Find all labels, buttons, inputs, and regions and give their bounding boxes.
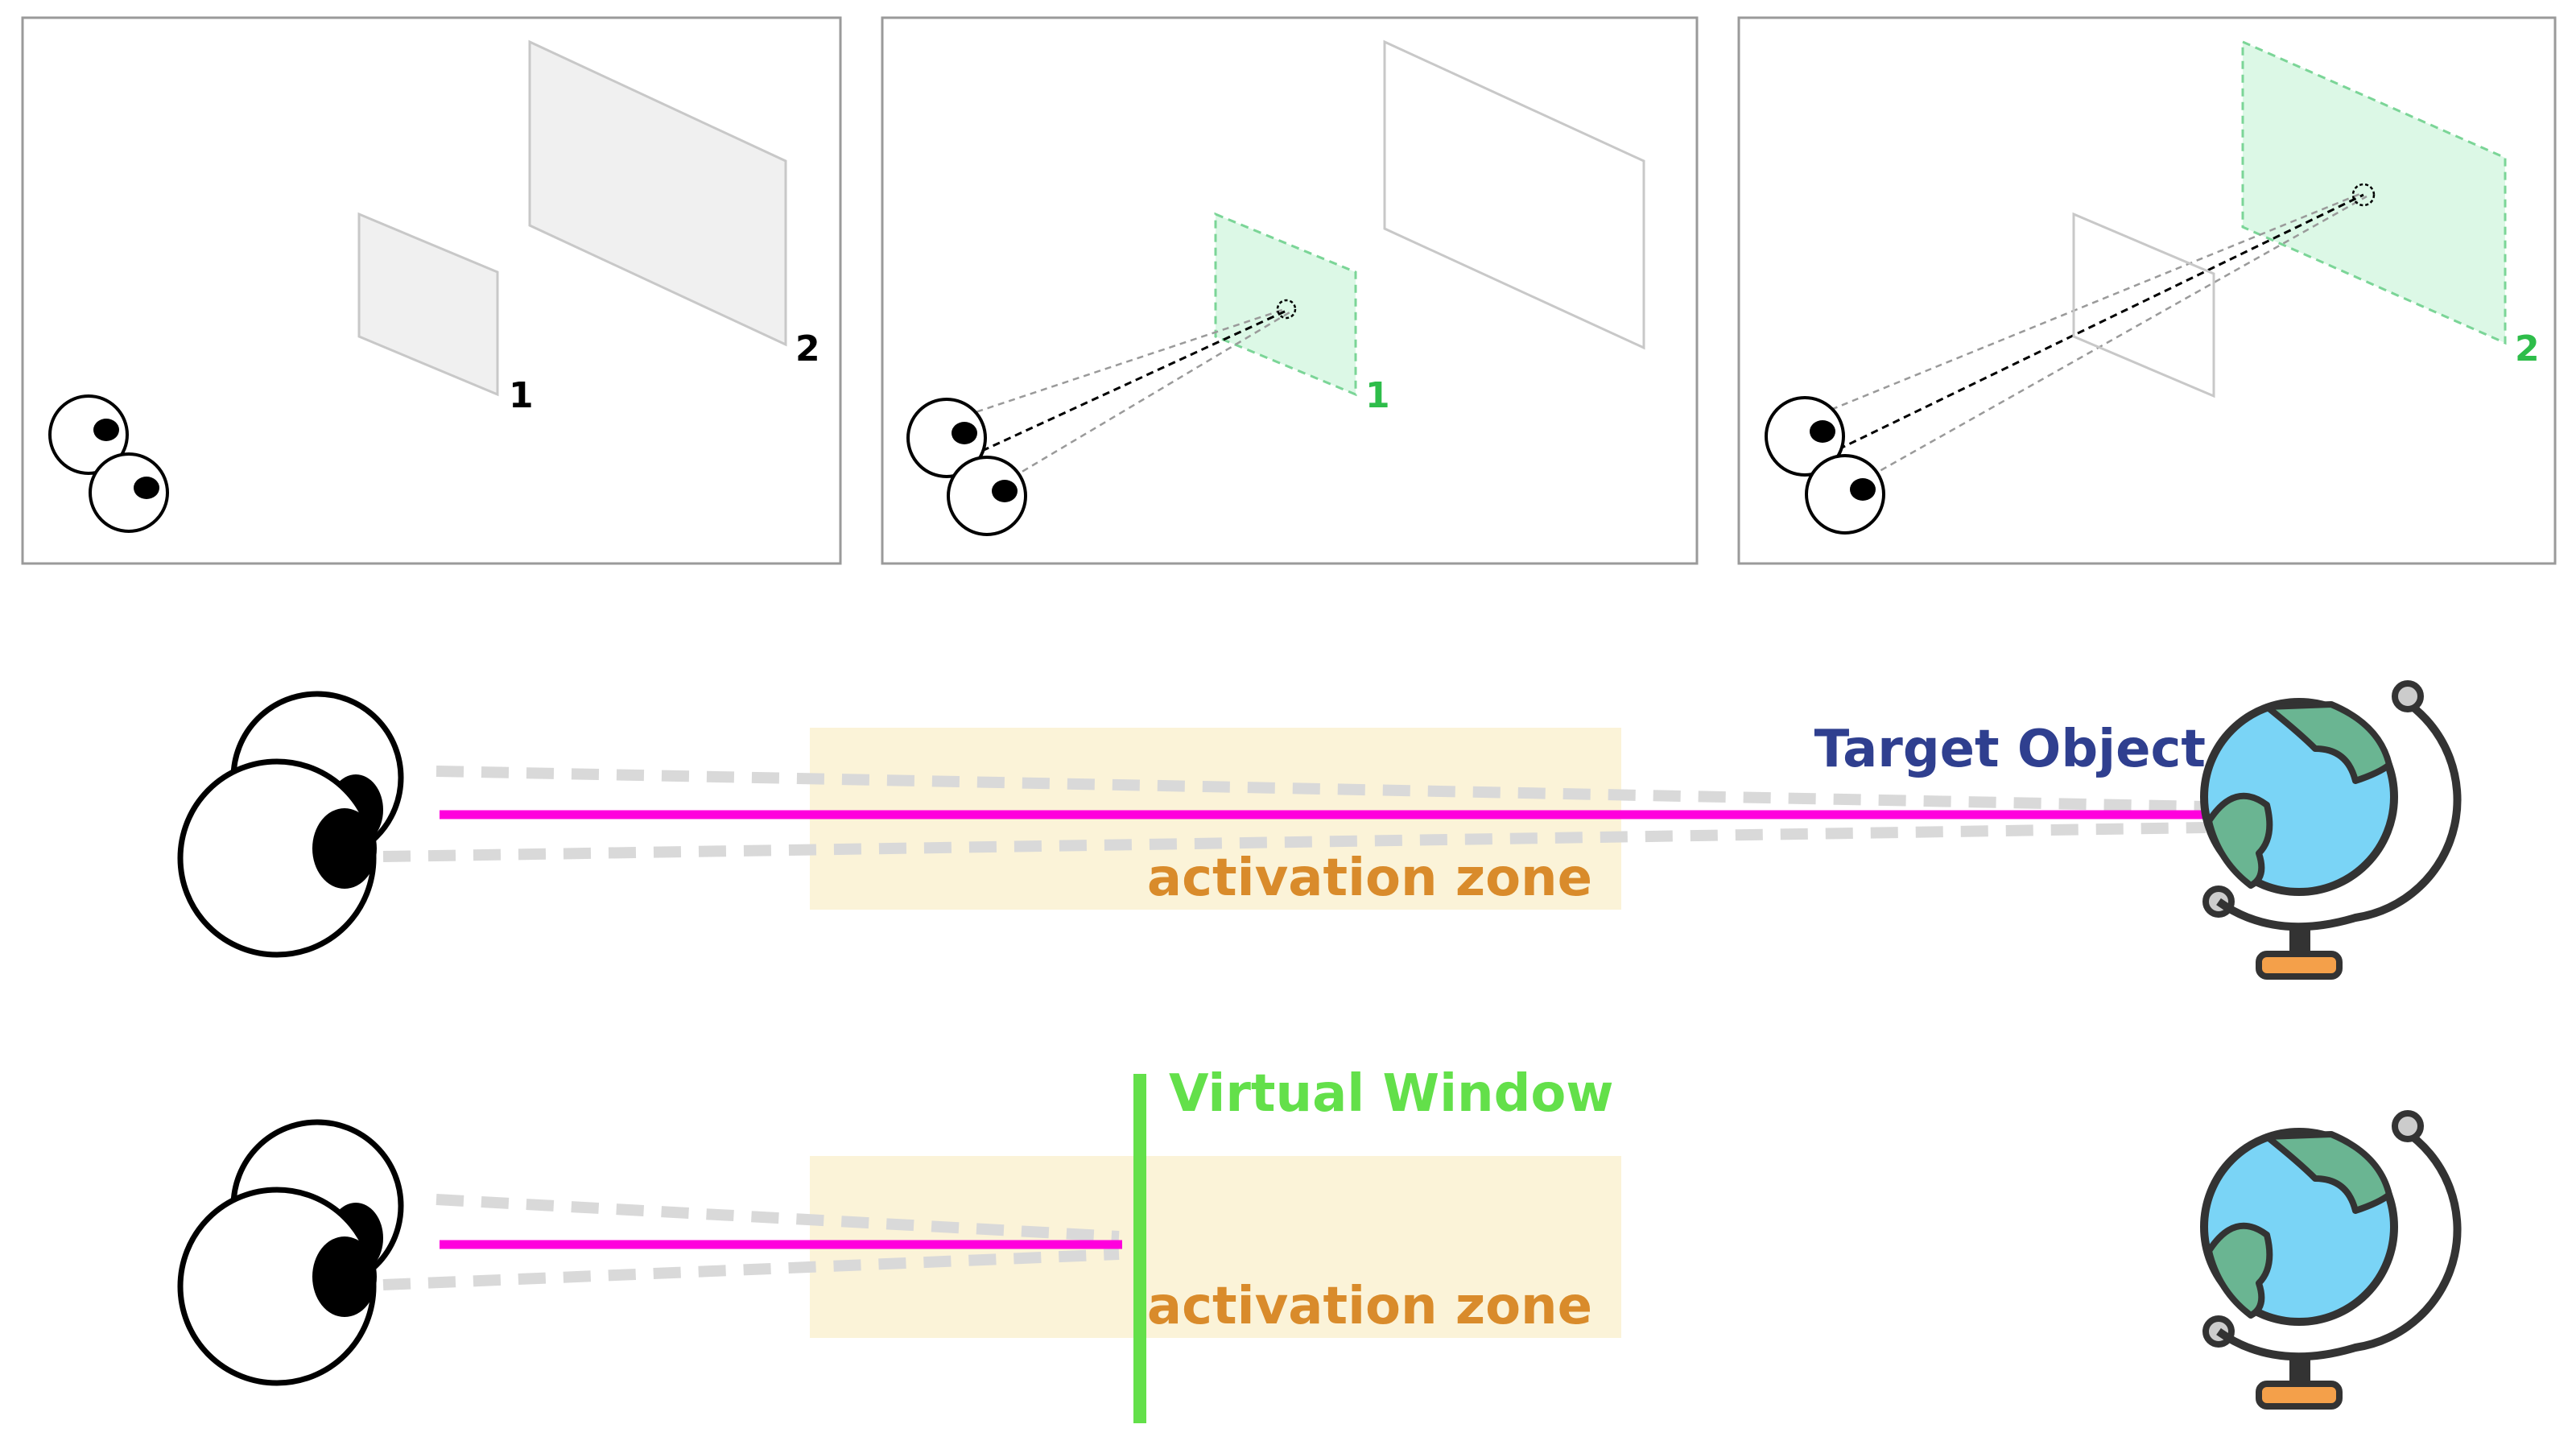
far-plane [1383,39,1645,350]
eyes-icon [180,1122,401,1383]
target-object-label: Target Object [1814,720,2206,779]
globe-icon [2204,683,2458,976]
gaze-ray [1838,193,2364,451]
gaze-point [1276,299,1297,320]
near-plane-label: 1 [1365,375,1390,416]
gaze-cone-edge [436,766,2207,812]
far-plane-label: 2 [2515,328,2540,369]
activation-zone-label: activation zone [1147,1277,1592,1336]
near-plane [357,212,499,397]
gaze-cone-edge [1820,192,2363,415]
gaze-ray [981,309,1287,452]
far-plane-label: 2 [795,328,820,369]
gaze-cone-edge [382,1249,1120,1290]
row-target-object: Target Object activation zone [180,683,2458,976]
eyes-icon [180,694,401,955]
near-plane-label: 1 [509,375,534,416]
near-plane [2072,212,2215,398]
panel-1: 1 2 [21,16,842,565]
near-plane-highlighted [1214,212,1357,397]
row-virtual-window: Virtual Window activation zone [180,1064,2458,1423]
virtual-window-label: Virtual Window [1169,1064,1613,1124]
gaze-cone-edge [382,822,2207,862]
far-plane [528,39,787,347]
activation-zone-label: activation zone [1147,848,1592,908]
globe-icon [2204,1113,2458,1406]
panel-3: 2 [1737,16,2557,565]
gaze-point [2351,183,2376,207]
panel-2: 1 [881,16,1699,565]
gaze-cone-edge [436,1194,1120,1242]
